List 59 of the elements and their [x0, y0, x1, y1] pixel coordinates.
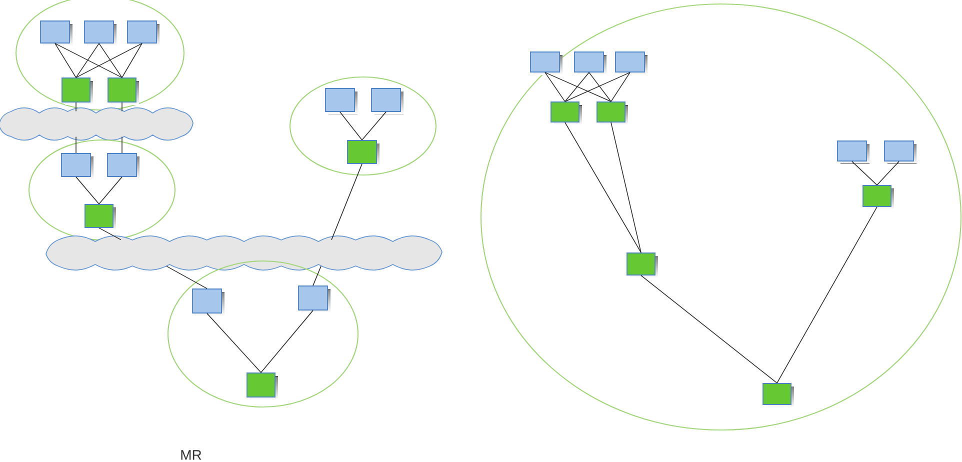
task-box — [298, 286, 330, 313]
task-box — [84, 204, 116, 230]
task-box — [246, 372, 278, 400]
cloud — [46, 236, 442, 270]
connector-line — [852, 161, 878, 186]
connector-line — [76, 43, 100, 78]
connector-line — [876, 161, 900, 186]
connector-line — [260, 310, 314, 373]
connector-line — [54, 43, 76, 78]
task-box — [347, 140, 380, 166]
connector-line — [544, 72, 612, 102]
task-box — [371, 88, 404, 114]
task-box — [626, 252, 658, 278]
connector-line — [331, 164, 362, 240]
connector-line — [610, 122, 642, 253]
connector-line — [640, 275, 778, 384]
connector-line — [564, 72, 590, 102]
task-box — [192, 288, 224, 316]
task-box — [127, 20, 160, 46]
task-box — [862, 185, 894, 210]
task-box — [884, 140, 916, 164]
caption: MR — [181, 450, 202, 460]
task-box — [108, 78, 139, 105]
connector-line — [166, 266, 208, 289]
task-box — [40, 20, 72, 46]
task-box — [325, 88, 358, 114]
task-box — [530, 52, 562, 75]
task-box — [615, 52, 648, 75]
group-ellipse — [28, 139, 176, 241]
connector-line — [312, 266, 322, 286]
connector-line — [564, 72, 630, 102]
connector-line — [588, 72, 612, 102]
task-box — [107, 153, 140, 180]
cloud — [0, 107, 194, 141]
connector-line — [76, 43, 142, 78]
group-ellipse — [167, 260, 359, 408]
connector-line — [98, 228, 122, 240]
group-ellipse — [480, 3, 962, 431]
connector-line — [98, 176, 122, 204]
task-box — [84, 20, 116, 46]
connector-line — [76, 176, 100, 204]
task-box — [762, 383, 794, 408]
task-box — [596, 102, 628, 125]
connector-line — [122, 43, 142, 78]
connector-line — [98, 43, 122, 78]
group-ellipse — [289, 76, 437, 176]
connector-line — [776, 206, 878, 384]
connector-line — [564, 122, 642, 253]
connector-line — [362, 112, 386, 140]
connector-line — [54, 43, 122, 78]
task-box — [574, 52, 606, 75]
connector-line — [610, 72, 630, 102]
task-box — [61, 153, 94, 180]
task-box — [550, 102, 582, 125]
connector-line — [206, 313, 262, 373]
task-box — [837, 140, 870, 164]
task-box — [62, 78, 93, 105]
connector-line — [544, 72, 566, 102]
connector-line — [340, 112, 362, 140]
